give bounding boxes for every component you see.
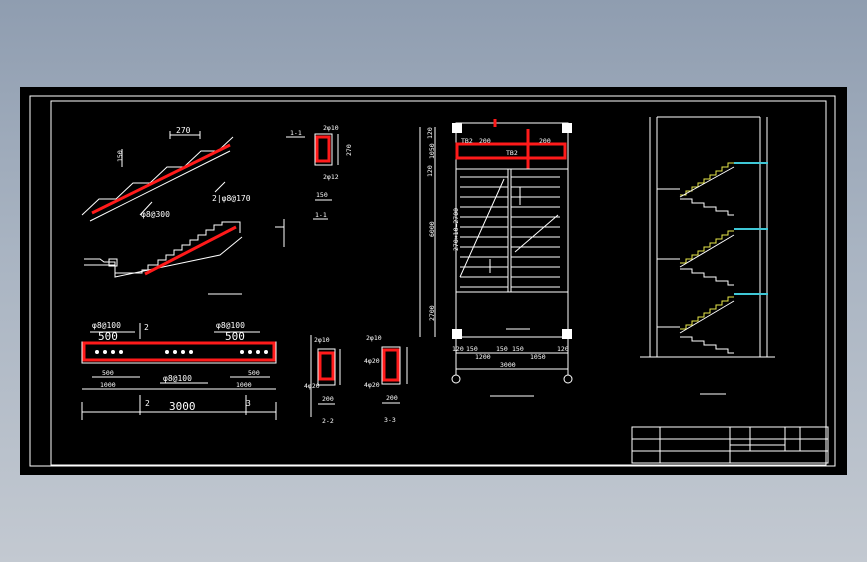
- profile-rebar: [144, 225, 237, 276]
- cad-drawing: 270 150 φ8@300 2|φ8@170 1-1 2φ10 270 2φ1…: [29, 95, 836, 467]
- riser-dim: 150: [116, 150, 124, 162]
- s22-bottom: 4φ20: [304, 382, 320, 390]
- landing-mark-3: 3: [246, 399, 251, 408]
- landing-mark-2-top: 2: [144, 323, 149, 332]
- landing-mark-2-bottom: 2: [145, 399, 150, 408]
- s33-bottom: 4φ20: [364, 381, 380, 389]
- inner-frame: [50, 100, 827, 466]
- s33-top: 2φ10: [366, 334, 382, 342]
- s22-width: 200: [322, 395, 334, 403]
- plan-bottom-dim-1: 120: [452, 345, 464, 353]
- landing-sub-left: 500: [102, 369, 114, 377]
- beam-height: 270: [345, 144, 353, 156]
- landing-bottom-rebar: φ8@100: [163, 374, 192, 383]
- section-2-2: 2φ10 4φ20 200 2-2: [304, 335, 341, 425]
- plan-bottom-dim-3: 1200: [475, 353, 491, 361]
- landing-sub-right: 500: [248, 369, 260, 377]
- outer-frame: [29, 95, 836, 467]
- s22-caption: 2-2: [322, 417, 334, 425]
- tread-dim: 270: [176, 126, 191, 135]
- s33-stirrup: [382, 348, 400, 382]
- landing-total: 3000: [169, 400, 196, 413]
- plan-bottom-dim-6: 1050: [530, 353, 546, 361]
- plan-beam-label-4: 200: [539, 137, 551, 145]
- plan-top-dim-2: 1050: [428, 143, 436, 159]
- landing-span-left: 1000: [100, 381, 116, 389]
- stair-dist-bar: 2|φ8@170: [212, 194, 251, 203]
- plan-bottom-dim-2: 150: [466, 345, 478, 353]
- beam-top-bar: 2φ10: [323, 124, 339, 132]
- cad-viewport[interactable]: 270 150 φ8@300 2|φ8@170 1-1 2φ10 270 2φ1…: [20, 87, 847, 475]
- beam-width: 150: [316, 191, 328, 199]
- plan-top-dim-3: 120: [426, 165, 434, 177]
- beam-section-1-1: 1-1 2φ10 270 2φ12 150 1-1: [286, 124, 353, 220]
- landing-beam: φ8@100 φ8@100 2 500 500 φ8@100 500 500 1…: [81, 321, 277, 420]
- s33-mid: 4φ20: [364, 357, 380, 365]
- beam-caption: 1-1: [315, 211, 327, 219]
- beam-stirrup: [315, 135, 331, 163]
- s22-stirrup: [318, 351, 335, 381]
- plan-beam-label-2: 200: [479, 137, 491, 145]
- s33-caption: 3-3: [384, 416, 396, 424]
- section-3-3: 2φ10 4φ20 4φ20 200 3-3: [364, 334, 408, 424]
- stair-elevation: [640, 116, 775, 395]
- landing-seg-left: 500: [98, 330, 118, 343]
- title-block: [631, 426, 829, 464]
- s22-top: 2φ10: [314, 336, 330, 344]
- plan-width-total: 3000: [500, 361, 516, 369]
- s33-width: 200: [386, 394, 398, 402]
- plan-bottom-dim-5: 150: [512, 345, 524, 353]
- section-mark: 1-1: [290, 129, 302, 137]
- plan-top-dim-1: 120: [426, 127, 434, 139]
- landing-beam-rebar: [82, 341, 276, 362]
- stair-main-rebar: [91, 143, 231, 215]
- stair-section: 270 150 φ8@300 2|φ8@170: [81, 126, 251, 222]
- plan-bottom-vert: 2700: [428, 305, 436, 321]
- landing-left-rebar: φ8@100: [92, 321, 121, 330]
- plan-beam-label-3: TB2: [506, 149, 518, 157]
- stair-profile-2: [84, 219, 285, 295]
- landing-seg-right: 500: [225, 330, 245, 343]
- plan-bottom-dim-7: 120: [557, 345, 569, 353]
- plan-total-height: 6000: [428, 221, 436, 237]
- plan-treads: [460, 176, 560, 288]
- stair-plan: 6000 120 1050 120 270×10=2700 2700 TB2 2…: [419, 119, 573, 397]
- stair-main-bar: φ8@300: [141, 210, 170, 219]
- beam-bottom-bar: 2φ12: [323, 173, 339, 181]
- landing-right-rebar: φ8@100: [216, 321, 245, 330]
- plan-tb-beam: [455, 142, 567, 160]
- landing-span-right: 1000: [236, 381, 252, 389]
- plan-beam-label-1: TB2: [461, 137, 473, 145]
- plan-bottom-dim-4: 150: [496, 345, 508, 353]
